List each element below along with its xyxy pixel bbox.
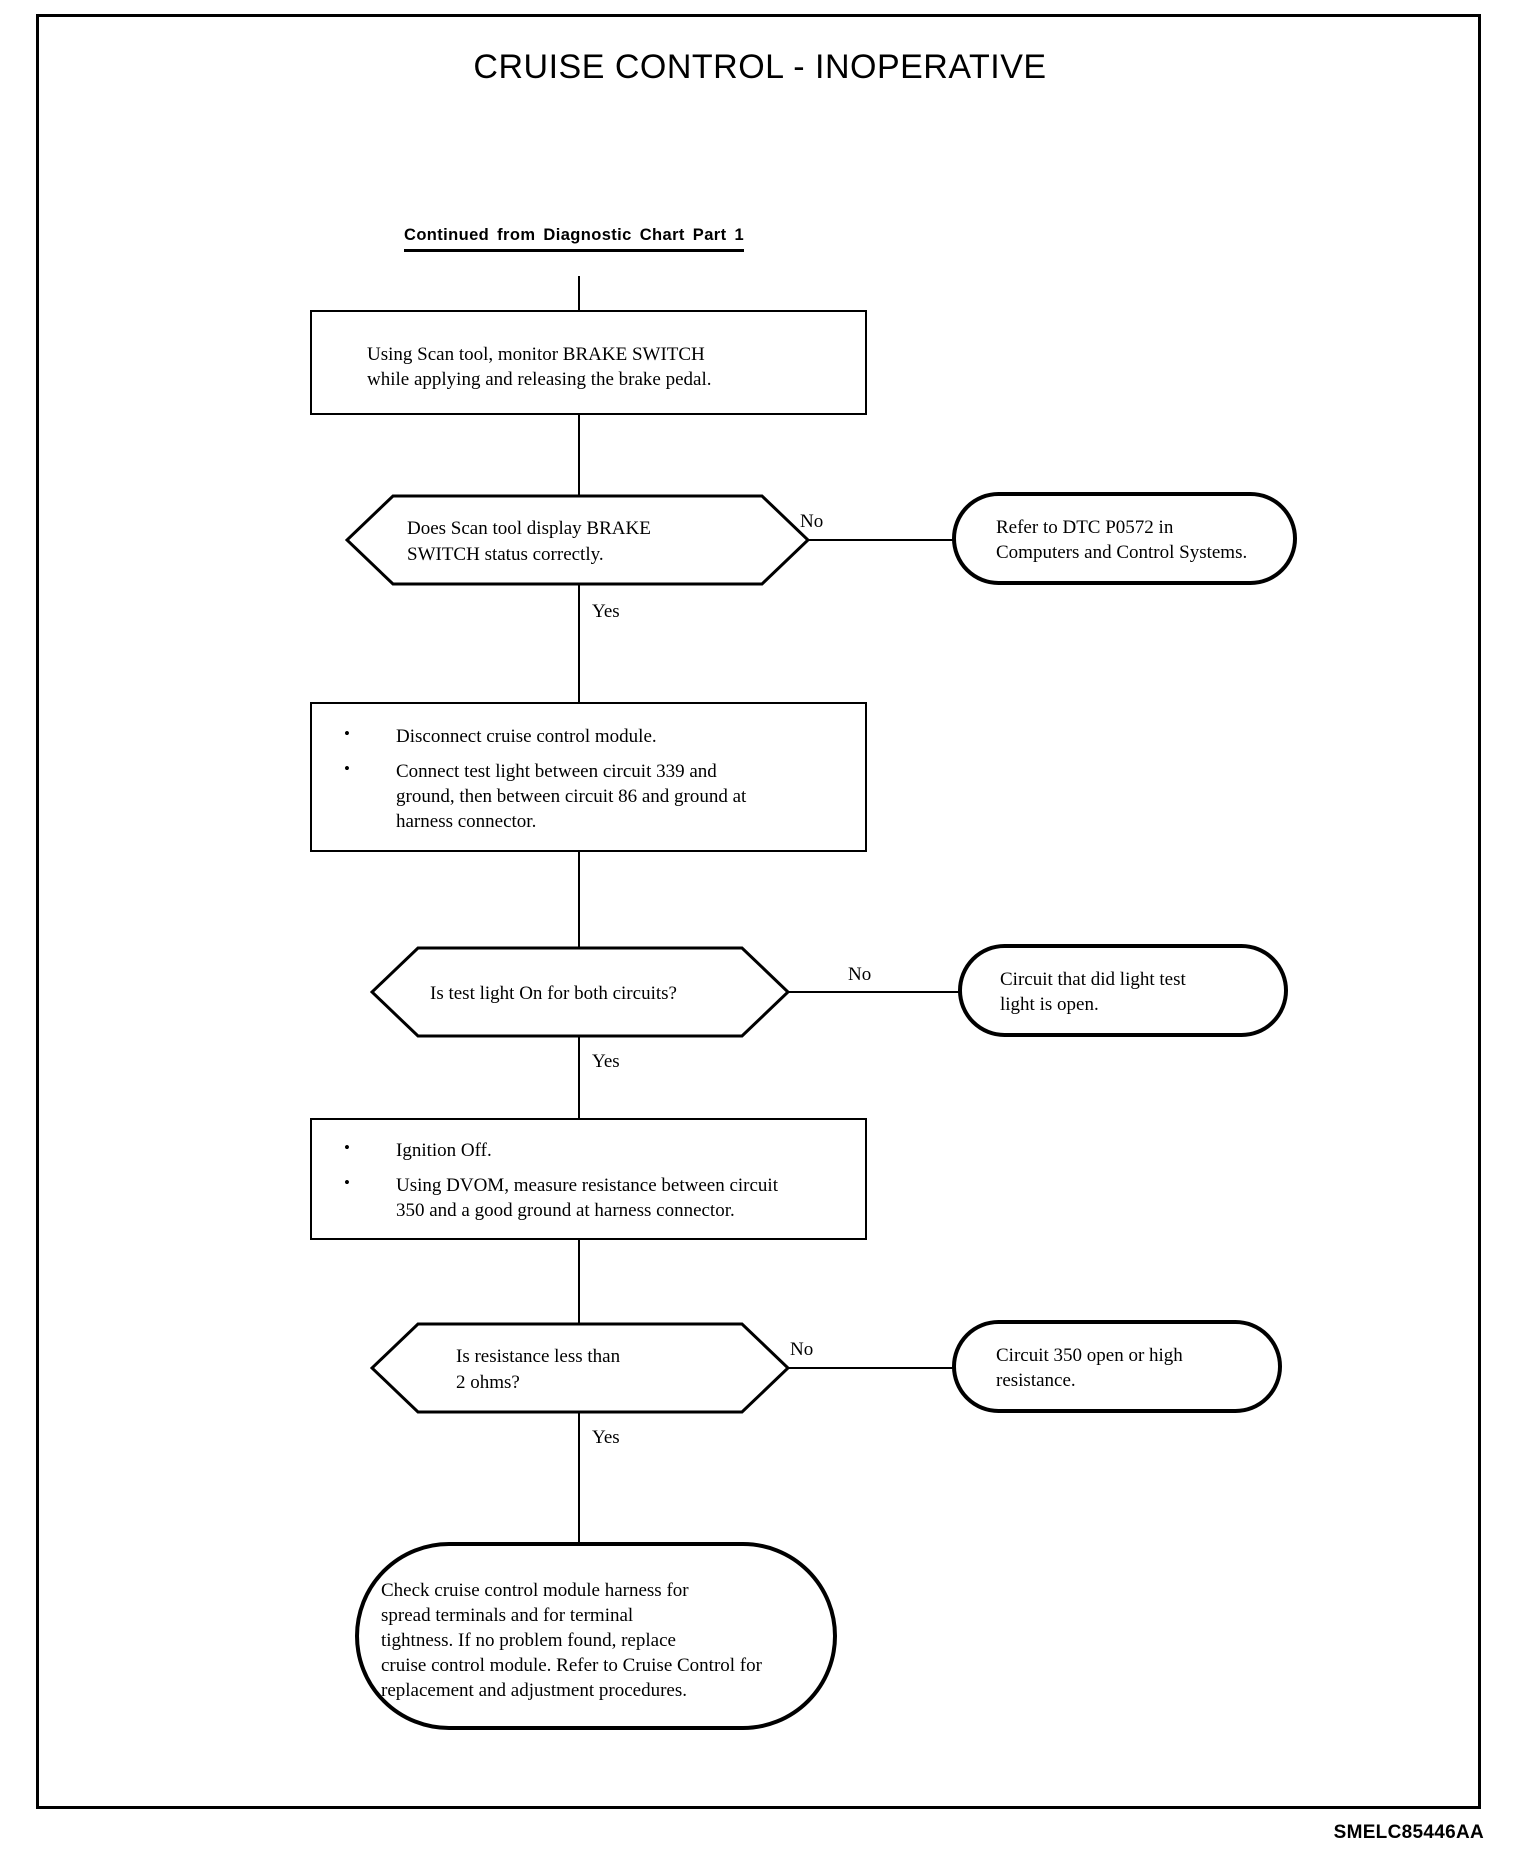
continued-from-label: Continued from Diagnostic Chart Part 1 <box>404 226 745 252</box>
hexagon-shape <box>345 494 810 586</box>
connector-decision3-no <box>788 1367 954 1369</box>
document-code: SMELC85446AA <box>1333 1822 1484 1843</box>
connector-step2-to-decision2 <box>578 852 580 947</box>
page-border <box>36 14 1481 1809</box>
connector-decision1-yes <box>578 585 580 702</box>
connector-entry-to-step1 <box>578 276 580 310</box>
connector-decision2-yes <box>578 1037 580 1119</box>
step-box-ignition-off-dvom: Ignition Off. Using DVOM, measure resist… <box>310 1118 867 1240</box>
result-box-circuit-open-text: Circuit that did light test light is ope… <box>1000 969 1186 1016</box>
decision-resistance-less-than-2-ohms-text: Is resistance less than 2 ohms? <box>456 1346 621 1393</box>
branch-label-no-2: No <box>848 964 872 985</box>
result-box-check-harness-replace-module: Check cruise control module harness for … <box>355 1542 837 1730</box>
decision-brake-switch-status-text: Does Scan tool display BRAKE SWITCH stat… <box>407 518 651 565</box>
step-box-disconnect-and-test-light-list: Disconnect cruise control module. Connec… <box>338 723 746 844</box>
list-item: Disconnect cruise control module. <box>338 723 746 749</box>
connector-step3-to-decision3 <box>578 1240 580 1323</box>
connector-decision2-no <box>788 991 960 993</box>
step-box-monitor-brake-switch: Using Scan tool, monitor BRAKE SWITCH wh… <box>310 310 867 415</box>
result-box-circuit-350-open: Circuit 350 open or high resistance. <box>952 1320 1282 1413</box>
result-box-refer-dtc-p0572: Refer to DTC P0572 in Computers and Cont… <box>952 492 1297 585</box>
step-box-ignition-off-dvom-list: Ignition Off. Using DVOM, measure resist… <box>338 1137 778 1233</box>
decision-resistance-less-than-2-ohms: Is resistance less than 2 ohms? <box>370 1322 790 1414</box>
hexagon-shape <box>370 946 790 1038</box>
connector-step1-to-decision1 <box>578 415 580 495</box>
decision-test-light-on-text: Is test light On for both circuits? <box>430 983 677 1004</box>
list-item: Using DVOM, measure resistance between c… <box>338 1172 778 1223</box>
result-box-circuit-open: Circuit that did light test light is ope… <box>958 944 1288 1037</box>
branch-label-yes-2: Yes <box>592 1051 620 1072</box>
step-box-disconnect-and-test-light: Disconnect cruise control module. Connec… <box>310 702 867 852</box>
branch-label-yes-1: Yes <box>592 601 620 622</box>
page-title: CRUISE CONTROL - INOPERATIVE <box>473 48 1047 86</box>
hexagon-shape <box>370 1322 790 1414</box>
connector-decision1-no <box>808 539 954 541</box>
branch-label-no-1: No <box>800 511 824 532</box>
step-box-monitor-brake-switch-text: Using Scan tool, monitor BRAKE SWITCH wh… <box>367 344 712 391</box>
result-box-circuit-350-open-text: Circuit 350 open or high resistance. <box>996 1345 1183 1392</box>
branch-label-no-3: No <box>790 1339 814 1360</box>
decision-test-light-on: Is test light On for both circuits? <box>370 946 790 1038</box>
result-box-refer-dtc-p0572-text: Refer to DTC P0572 in Computers and Cont… <box>996 517 1248 564</box>
decision-brake-switch-status: Does Scan tool display BRAKE SWITCH stat… <box>345 494 810 586</box>
result-box-check-harness-replace-module-text: Check cruise control module harness for … <box>381 1580 762 1702</box>
list-item: Connect test light between circuit 339 a… <box>338 758 746 834</box>
connector-decision3-yes <box>578 1413 580 1543</box>
list-item: Ignition Off. <box>338 1137 778 1163</box>
branch-label-yes-3: Yes <box>592 1427 620 1448</box>
